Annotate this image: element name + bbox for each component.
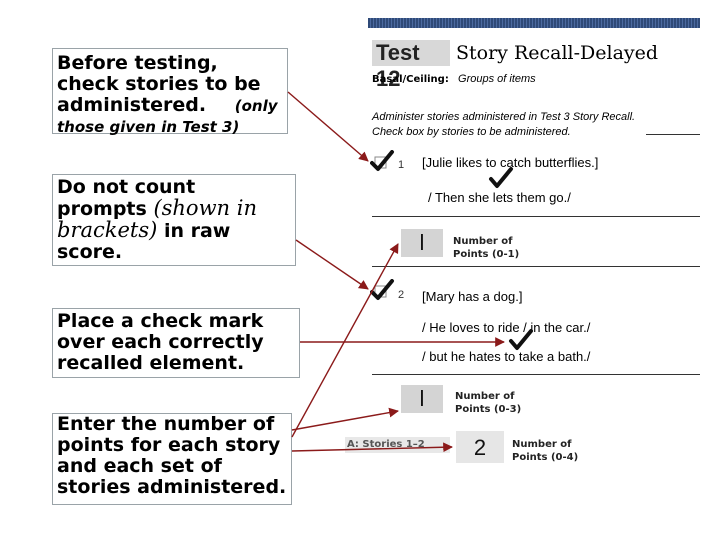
callout-points: Enter the number of points for each stor… xyxy=(52,413,292,505)
story-element: / Then she lets them go./ xyxy=(428,190,571,205)
callout-line: check stories to be xyxy=(57,73,261,95)
basal-label: Basal/Ceiling: xyxy=(372,74,449,85)
callout-italic: brackets) xyxy=(57,218,158,242)
arrow-icon xyxy=(295,239,369,290)
test-number: Test 12 xyxy=(372,40,450,91)
instruction-line: Check box by stories to be administered. xyxy=(372,126,571,138)
arrow-icon xyxy=(291,407,399,431)
callout-text: administered. xyxy=(57,94,207,116)
points-label-line: Number of xyxy=(453,236,513,247)
callout-prompts: Do not count prompts (shown in brackets)… xyxy=(52,174,296,266)
callout-line: Before testing, xyxy=(57,52,218,74)
callout-line: Do not count xyxy=(57,176,196,198)
basal-ceiling: Basal/Ceiling: Groups of items xyxy=(372,73,536,85)
story-number: 2 xyxy=(398,289,405,301)
points-label-line: Points (0-3) xyxy=(455,404,522,415)
callout-before-testing: Before testing, check stories to be admi… xyxy=(52,48,288,136)
test-title: Story Recall-Delayed xyxy=(456,42,659,64)
points-label-line: Number of xyxy=(455,391,515,402)
score-box[interactable]: l xyxy=(401,385,443,413)
callout-line: and each set of xyxy=(57,455,222,477)
divider xyxy=(372,374,700,375)
basal-value: Groups of items xyxy=(458,73,536,85)
divider xyxy=(372,266,700,267)
checkbox-checked-icon[interactable] xyxy=(370,279,398,303)
callout-note: (only xyxy=(234,97,278,115)
checkmark-icon xyxy=(488,166,514,190)
instructions: Administer stories administered in Test … xyxy=(372,110,672,140)
story-prompt: [Julie likes to catch butterflies.] xyxy=(422,155,599,170)
divider xyxy=(372,216,700,217)
checkbox-checked-icon[interactable] xyxy=(370,150,398,174)
callout-text: prompts xyxy=(57,198,154,220)
arrow-icon xyxy=(287,91,369,162)
story-element: / but he hates to take a bath./ xyxy=(422,349,591,364)
checkmark-icon xyxy=(508,328,534,352)
callout-line: Enter the number of xyxy=(57,413,275,435)
story-element: / He loves to ride / in the car./ xyxy=(422,320,591,335)
callout-text: in raw xyxy=(157,220,231,242)
points-label-line: Points (0-4) xyxy=(512,452,579,463)
points-label: Number of Points (0-1) xyxy=(453,235,519,261)
callout-italic: (shown in xyxy=(153,196,257,220)
total-score-box[interactable]: 2 xyxy=(456,431,504,463)
callout-checkmark: Place a check mark over each correctly r… xyxy=(52,308,300,378)
score-box[interactable]: l xyxy=(401,229,443,257)
header-bar xyxy=(368,18,700,28)
divider xyxy=(646,134,700,135)
callout-line: score. xyxy=(57,241,123,263)
callout-line: recalled element. xyxy=(57,352,245,374)
callout-line: Place a check mark xyxy=(57,310,264,332)
story-number: 1 xyxy=(398,159,405,171)
story-prompt: [Mary has a dog.] xyxy=(422,289,523,304)
callout-line-with-note: administered. (only xyxy=(57,95,287,117)
stories-tag: A: Stories 1–2 xyxy=(345,437,450,453)
callout-line-mixed: brackets) in raw xyxy=(57,220,295,242)
instruction-line: Administer stories administered in Test … xyxy=(372,111,636,123)
callout-note: those given in Test 3) xyxy=(57,118,240,136)
points-label: Number of Points (0-4) xyxy=(512,438,578,464)
callout-line-mixed: prompts (shown in xyxy=(57,198,295,220)
points-label-line: Number of xyxy=(512,439,572,450)
callout-line: stories administered. xyxy=(57,476,287,498)
arrow-icon xyxy=(291,243,399,438)
points-label-line: Points (0-1) xyxy=(453,249,520,260)
callout-line: over each correctly xyxy=(57,331,264,353)
callout-line: points for each story xyxy=(57,434,281,456)
points-label: Number of Points (0-3) xyxy=(455,390,521,416)
